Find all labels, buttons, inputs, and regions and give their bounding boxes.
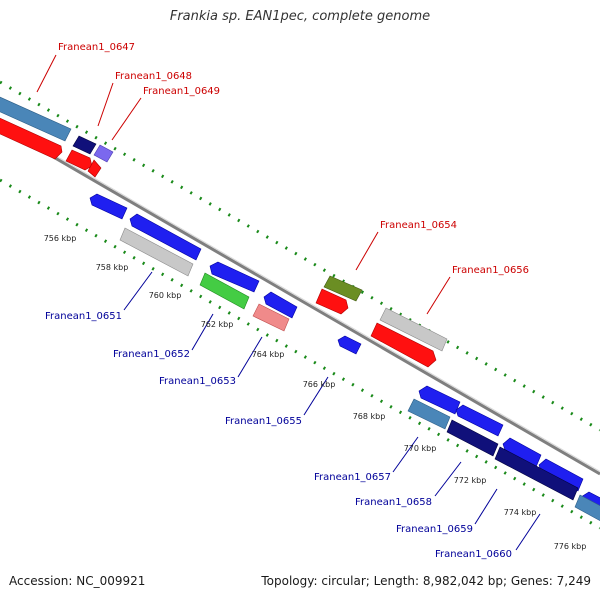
tick-label-770: 770 kbp (404, 444, 437, 453)
gene-forward-red-arrow-4[interactable] (315, 288, 349, 315)
reverse-gene-labels: Franean1_0651 Franean1_0652 Franean1_065… (45, 311, 512, 560)
gene-reverse-blue-arrow-2[interactable] (129, 213, 202, 261)
gene-label-franean1-0652[interactable]: Franean1_0652 (113, 349, 190, 360)
map-title: Frankia sp. EAN1pec, complete genome (169, 9, 431, 24)
topology-stats-text: Topology: circular; Length: 8,982,042 bp… (261, 574, 591, 588)
gene-franean1-0649-block[interactable] (93, 144, 114, 163)
backbone-line (0, 124, 600, 476)
gene-forward-red-arrow-3[interactable] (87, 159, 102, 178)
gene-label-franean1-0655[interactable]: Franean1_0655 (225, 416, 302, 427)
scale-tick-labels: 756 kbp 758 kbp 760 kbp 762 kbp 764 kbp … (44, 234, 587, 551)
leader-0659 (474, 488, 498, 525)
gene-label-franean1-0647[interactable]: Franean1_0647 (58, 42, 135, 53)
gene-label-franean1-0657[interactable]: Franean1_0657 (314, 472, 391, 483)
leader-0660 (515, 513, 541, 551)
gene-reverse-blue-arrow-3[interactable] (209, 261, 260, 293)
gene-franean1-0647-block[interactable] (0, 94, 72, 142)
forward-gene-labels: Franean1_0647 Franean1_0648 Franean1_064… (58, 42, 529, 276)
gene-features-forward (0, 94, 448, 368)
leader-0656 (426, 276, 451, 315)
gene-label-franean1-0653[interactable]: Franean1_0653 (159, 376, 236, 387)
tick-label-758: 758 kbp (96, 263, 129, 272)
inner-dotted-guide (0, 178, 600, 530)
gene-franean1-0659-block[interactable] (494, 446, 579, 501)
leader-0651 (123, 271, 153, 311)
gene-franean1-0660-block[interactable] (574, 494, 600, 524)
leader-0657 (392, 436, 419, 473)
gene-forward-red-arrow-1[interactable] (0, 115, 63, 160)
outer-dotted-guide (0, 80, 600, 432)
gene-franean1-0651-block[interactable] (119, 227, 194, 277)
gene-label-franean1-0658[interactable]: Franean1_0658 (355, 497, 432, 508)
gene-label-franean1-0660[interactable]: Franean1_0660 (435, 549, 512, 560)
gene-label-franean1-0649[interactable]: Franean1_0649 (143, 86, 220, 97)
gene-reverse-blue-arrow-1[interactable] (89, 193, 128, 220)
tick-label-776: 776 kbp (554, 542, 587, 551)
gene-label-franean1-0656[interactable]: Franean1_0656 (452, 265, 529, 276)
gene-forward-red-arrow-2[interactable] (65, 149, 93, 171)
tick-label-766: 766 kbp (303, 380, 336, 389)
accession-text: Accession: NC_009921 (9, 574, 146, 588)
tick-label-760: 760 kbp (149, 291, 182, 300)
leader-lines (36, 54, 541, 551)
gene-franean1-0652-block[interactable] (199, 272, 250, 310)
tick-label-774: 774 kbp (504, 508, 537, 517)
gene-franean1-0657-block[interactable] (407, 398, 451, 430)
leader-0658 (434, 461, 462, 497)
gene-reverse-blue-arrow-6[interactable] (418, 385, 461, 415)
leader-0649 (111, 97, 142, 141)
gene-reverse-blue-arrow-7[interactable] (455, 404, 504, 437)
tick-label-756: 756 kbp (44, 234, 77, 243)
gene-label-franean1-0659[interactable]: Franean1_0659 (396, 524, 473, 535)
tick-label-762: 762 kbp (201, 320, 234, 329)
leader-0653 (237, 336, 263, 378)
gene-reverse-blue-arrow-4[interactable] (263, 291, 298, 319)
gene-label-franean1-0651[interactable]: Franean1_0651 (45, 311, 122, 322)
gene-franean1-0656-block[interactable] (379, 307, 448, 352)
gene-forward-red-arrow-5[interactable] (370, 322, 437, 368)
leader-0648 (97, 82, 114, 127)
leader-0652 (191, 313, 214, 351)
leader-0654 (355, 231, 379, 271)
backbone-highlight (0, 123, 600, 472)
gene-label-franean1-0648[interactable]: Franean1_0648 (115, 71, 192, 82)
gene-franean1-0653-block[interactable] (252, 303, 290, 332)
gene-label-franean1-0654[interactable]: Franean1_0654 (380, 220, 457, 231)
leader-0655 (303, 376, 329, 416)
gene-franean1-0648-block[interactable] (72, 135, 97, 155)
gene-franean1-0654-block[interactable] (323, 275, 363, 302)
tick-label-772: 772 kbp (454, 476, 487, 485)
tick-label-768: 768 kbp (353, 412, 386, 421)
gene-franean1-0658-block[interactable] (446, 419, 499, 457)
tick-label-764: 764 kbp (252, 350, 285, 359)
gene-reverse-blue-arrow-5[interactable] (337, 335, 362, 355)
gene-features-reverse (89, 193, 600, 524)
leader-0647 (36, 54, 57, 93)
